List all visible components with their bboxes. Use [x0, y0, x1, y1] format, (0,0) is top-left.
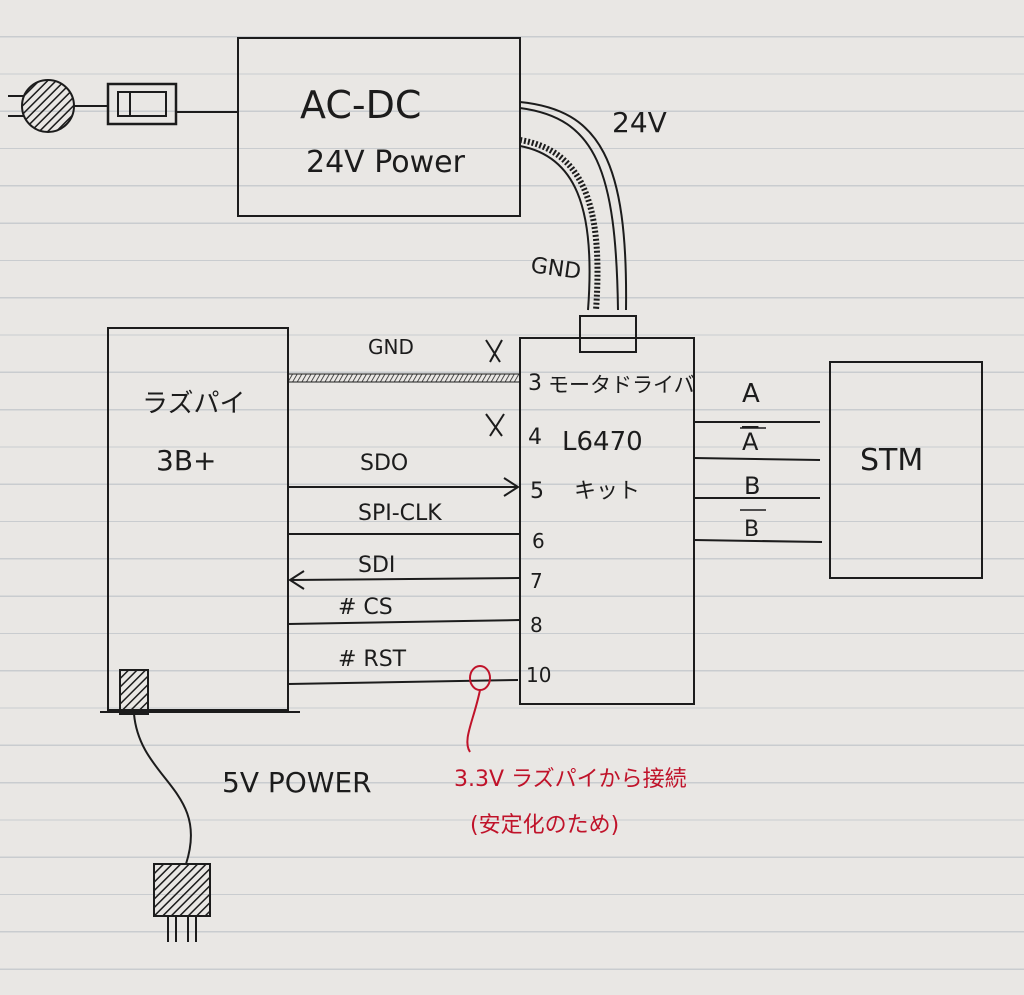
crossout-mark	[485, 339, 505, 437]
switch-icon	[106, 82, 238, 126]
power-5v-label: 5V POWER	[222, 766, 372, 799]
output-a: A	[742, 379, 760, 409]
sdi-label: SDI	[358, 553, 395, 578]
stepper-motor-box	[829, 361, 983, 579]
driver-connector	[579, 315, 637, 353]
raspberry-pi-label: ラズパイ	[142, 389, 245, 419]
pin-10: 10	[526, 663, 551, 687]
power-5v-cable	[133, 713, 192, 865]
output-a-bar: A	[742, 428, 759, 456]
power-jack-icon	[119, 669, 149, 715]
red-annotation	[466, 665, 491, 753]
sdo-label: SDO	[360, 451, 408, 476]
raspberry-pi-box	[107, 327, 289, 711]
pin-3: 3	[528, 371, 542, 396]
output-b-bar: B	[744, 517, 759, 542]
output-b: B	[744, 472, 760, 500]
pin-5: 5	[530, 479, 544, 504]
sdo-arrow-icon	[503, 477, 520, 497]
stepper-motor-label: STM	[860, 443, 923, 478]
rst-label: # RST	[338, 647, 407, 672]
power-supply-title: AC-DC	[300, 83, 421, 127]
spi-clk-label: SPI-CLK	[358, 501, 442, 526]
note-line2: (安定化のため)	[470, 813, 619, 838]
psu-cables	[519, 101, 628, 311]
gnd-label: GND	[368, 335, 414, 359]
pin-6: 6	[532, 529, 545, 553]
power-supply-subtitle: 24V Power	[306, 145, 466, 180]
note-line1: 3.3V ラズパイから接続	[454, 767, 687, 792]
usb-plug-icon	[153, 863, 211, 917]
motor-driver-box	[519, 337, 695, 705]
ac-plug-icon	[8, 79, 108, 133]
power-supply-box	[237, 37, 521, 217]
wire-24v-label: 24V	[612, 106, 667, 139]
pin-4: 4	[528, 425, 542, 450]
pin-7: 7	[530, 569, 543, 593]
wire-gnd-label: GND	[529, 253, 582, 285]
driver-kit: キット	[574, 479, 640, 504]
sdi-arrow-icon	[288, 570, 305, 590]
pin-8: 8	[530, 613, 543, 637]
cs-label: # CS	[338, 595, 393, 620]
driver-label: モータドライバ	[548, 373, 695, 397]
gnd-wire	[287, 373, 521, 383]
raspberry-pi-model: 3B+	[156, 444, 216, 477]
driver-model: L6470	[562, 427, 643, 457]
